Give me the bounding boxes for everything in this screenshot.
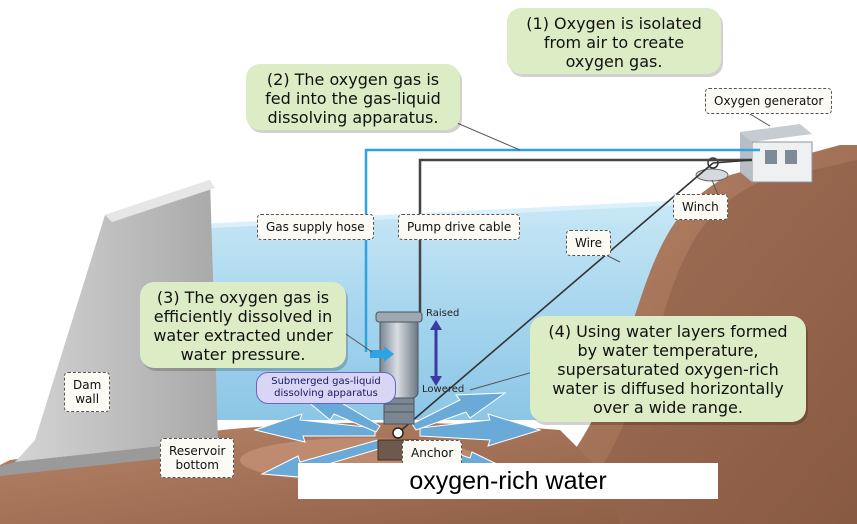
callout-step-4: (4) Using water layers formed by water t… [530,316,806,422]
label-winch: Winch [673,194,728,220]
pump-drive-cable-line [418,158,752,318]
raise-lower-arrow [430,320,442,386]
label-lowered: Lowered [422,384,465,395]
label-apparatus: Submerged gas-liquid dissolving apparatu… [256,372,396,404]
wire-line [397,162,714,434]
label-gas-supply-hose: Gas supply hose [257,214,374,240]
label-wire: Wire [566,230,611,256]
callout-pointers [339,107,771,391]
label-raised: Raised [426,308,460,319]
label-dam-wall: Dam wall [64,372,111,412]
callout-step-2: (2) The oxygen gas is fed into the gas-l… [246,64,460,130]
label-reservoir-bottom: Reservoir bottom [160,438,235,478]
gas-supply-hose-line [364,148,752,352]
label-pump-drive-cable: Pump drive cable [398,214,521,240]
submerged-apparatus [370,311,423,425]
wire-to-building [712,159,753,164]
callout-step-1: (1) Oxygen is isolated from air to creat… [507,8,721,74]
generator-building [740,124,813,183]
label-anchor: Anchor [402,440,463,466]
caption-oxygen-rich-water: oxygen-rich water [298,463,718,499]
label-oxygen-generator: Oxygen generator [705,88,833,114]
callout-step-3: (3) The oxygen gas is efficiently dissol… [140,282,346,368]
